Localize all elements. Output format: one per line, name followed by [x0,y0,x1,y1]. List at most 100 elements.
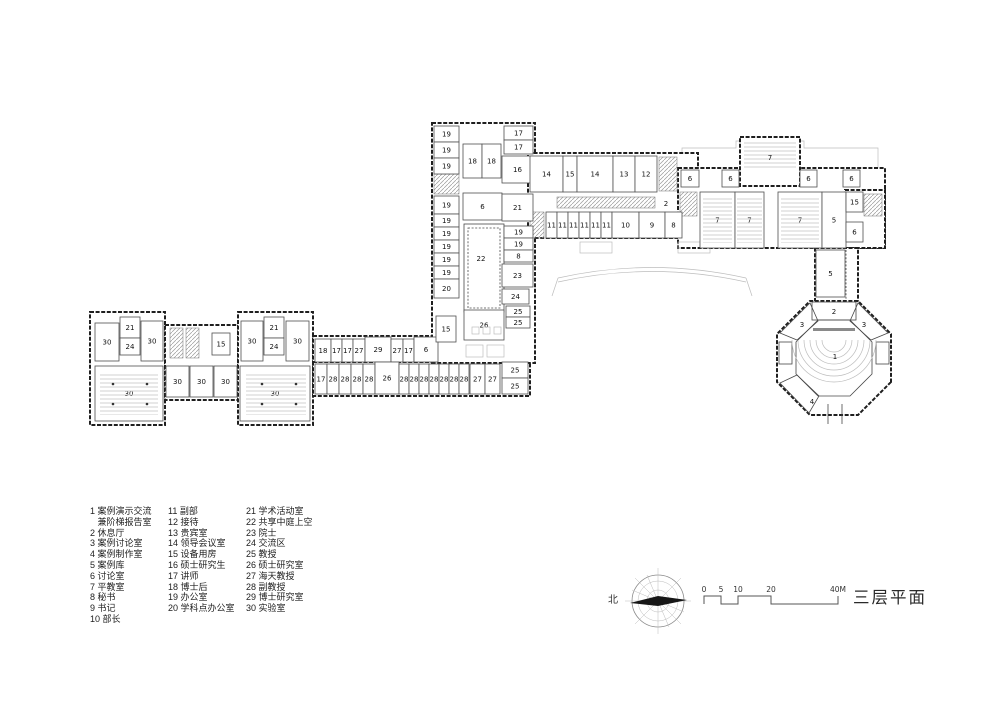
room-label-1: 1 [833,353,837,361]
lab-furniture [100,372,158,415]
room-6 [842,169,861,188]
room-number-19: 19 [442,269,451,277]
room-6 [845,221,864,243]
room-19 [433,157,460,175]
column-dot [260,402,264,406]
stair-core [185,327,200,359]
column-dot [294,382,298,386]
canopy-end [745,277,753,297]
stair-core [863,193,883,217]
room-15 [211,332,231,356]
legend-item: 18 博士后 [168,581,208,592]
room-18 [481,143,502,179]
room-number-21: 21 [126,324,135,332]
furniture [493,326,502,335]
room-label-3: 3 [862,321,866,329]
room-number-9: 9 [650,222,654,230]
north-label: 北 [608,595,618,606]
room-28 [458,363,470,395]
floor-plan-drawing: 3021243015302124303030303030181717272927… [89,122,892,426]
furniture [465,344,484,358]
room-number-28: 28 [410,376,419,384]
room-number-15: 15 [217,341,226,349]
room-number-6: 6 [852,229,857,237]
classroom-seating [703,197,732,243]
room-number-27: 27 [393,347,402,355]
room-number-11: 11 [580,222,589,230]
room-number-25: 25 [514,308,523,316]
room-number-28: 28 [450,376,459,384]
room-16 [501,155,534,184]
room-number-28: 28 [329,376,338,384]
room-number-19: 19 [442,131,451,139]
legend-item: 25 教授 [246,549,277,560]
room-5 [821,191,847,249]
furniture [482,326,491,335]
balcony [579,241,613,254]
room-24 [501,288,530,305]
room-number-18: 18 [487,158,496,166]
room-number-26: 26 [480,322,489,330]
legend-item: 28 副教授 [246,581,286,592]
legend-item: 13 贵宾室 [168,527,208,538]
canopy-arc [557,267,747,279]
room-number-19: 19 [442,256,451,264]
room-number-27: 27 [488,376,497,384]
room-number-8: 8 [671,222,675,230]
room-number-8: 8 [516,253,520,261]
legend-item: 29 博士研究室 [246,592,304,603]
room-number-15: 15 [442,326,451,334]
room-number-27: 27 [355,347,364,355]
room-number-6: 6 [806,175,811,183]
room-number-14: 14 [591,171,600,179]
room-24 [119,337,141,356]
room-number-6: 6 [688,175,693,183]
legend-item: 23 院士 [246,527,277,538]
room-number-6: 6 [480,203,485,211]
legend-item: 30 实验室 [246,603,286,614]
room-number-30: 30 [197,378,206,386]
octagon-room3-west [779,302,819,341]
room-number-28: 28 [400,376,409,384]
legend-item: 21 学术活动室 [246,506,304,516]
legend-item: 17 讲师 [168,570,199,581]
room-15 [845,191,864,213]
room-27 [484,363,501,395]
canopy-arc [557,271,747,283]
legend-item: 8 秘书 [90,592,116,603]
room-number-19: 19 [514,241,523,249]
room-label-2: 2 [832,308,836,316]
room-number-17: 17 [343,347,352,355]
column-dot [111,402,115,406]
legend-item: 3 案例讨论室 [90,538,143,549]
atrium-void-inner [467,227,501,309]
seating-arc [809,339,859,365]
room-6 [799,169,818,188]
room-21 [501,193,534,222]
room-23 [501,263,534,288]
stair-core [433,173,460,195]
octagon-side-east [875,341,890,365]
room-number-11: 11 [602,222,611,230]
room-number-19: 19 [442,163,451,171]
column-dot [111,382,115,386]
room-30 [213,365,238,398]
legend-item: 15 设备用房 [168,549,217,560]
room-number-19: 19 [514,229,523,237]
room-number-6: 6 [849,175,854,183]
room-number-30: 30 [173,378,182,386]
room-number-17: 17 [332,347,341,355]
room-number-20: 20 [442,285,451,293]
room-label-22: 22 [477,255,486,263]
lab-furniture [246,372,306,415]
scale-tick-20: 20 [766,585,776,594]
room-label-4: 4 [810,398,815,406]
legend-item: 24 交流区 [246,538,286,549]
legend-item: 5 案例库 [90,559,125,570]
room-label-2: 2 [664,200,668,208]
room-17 [503,139,534,155]
room-number-30: 30 [221,378,230,386]
